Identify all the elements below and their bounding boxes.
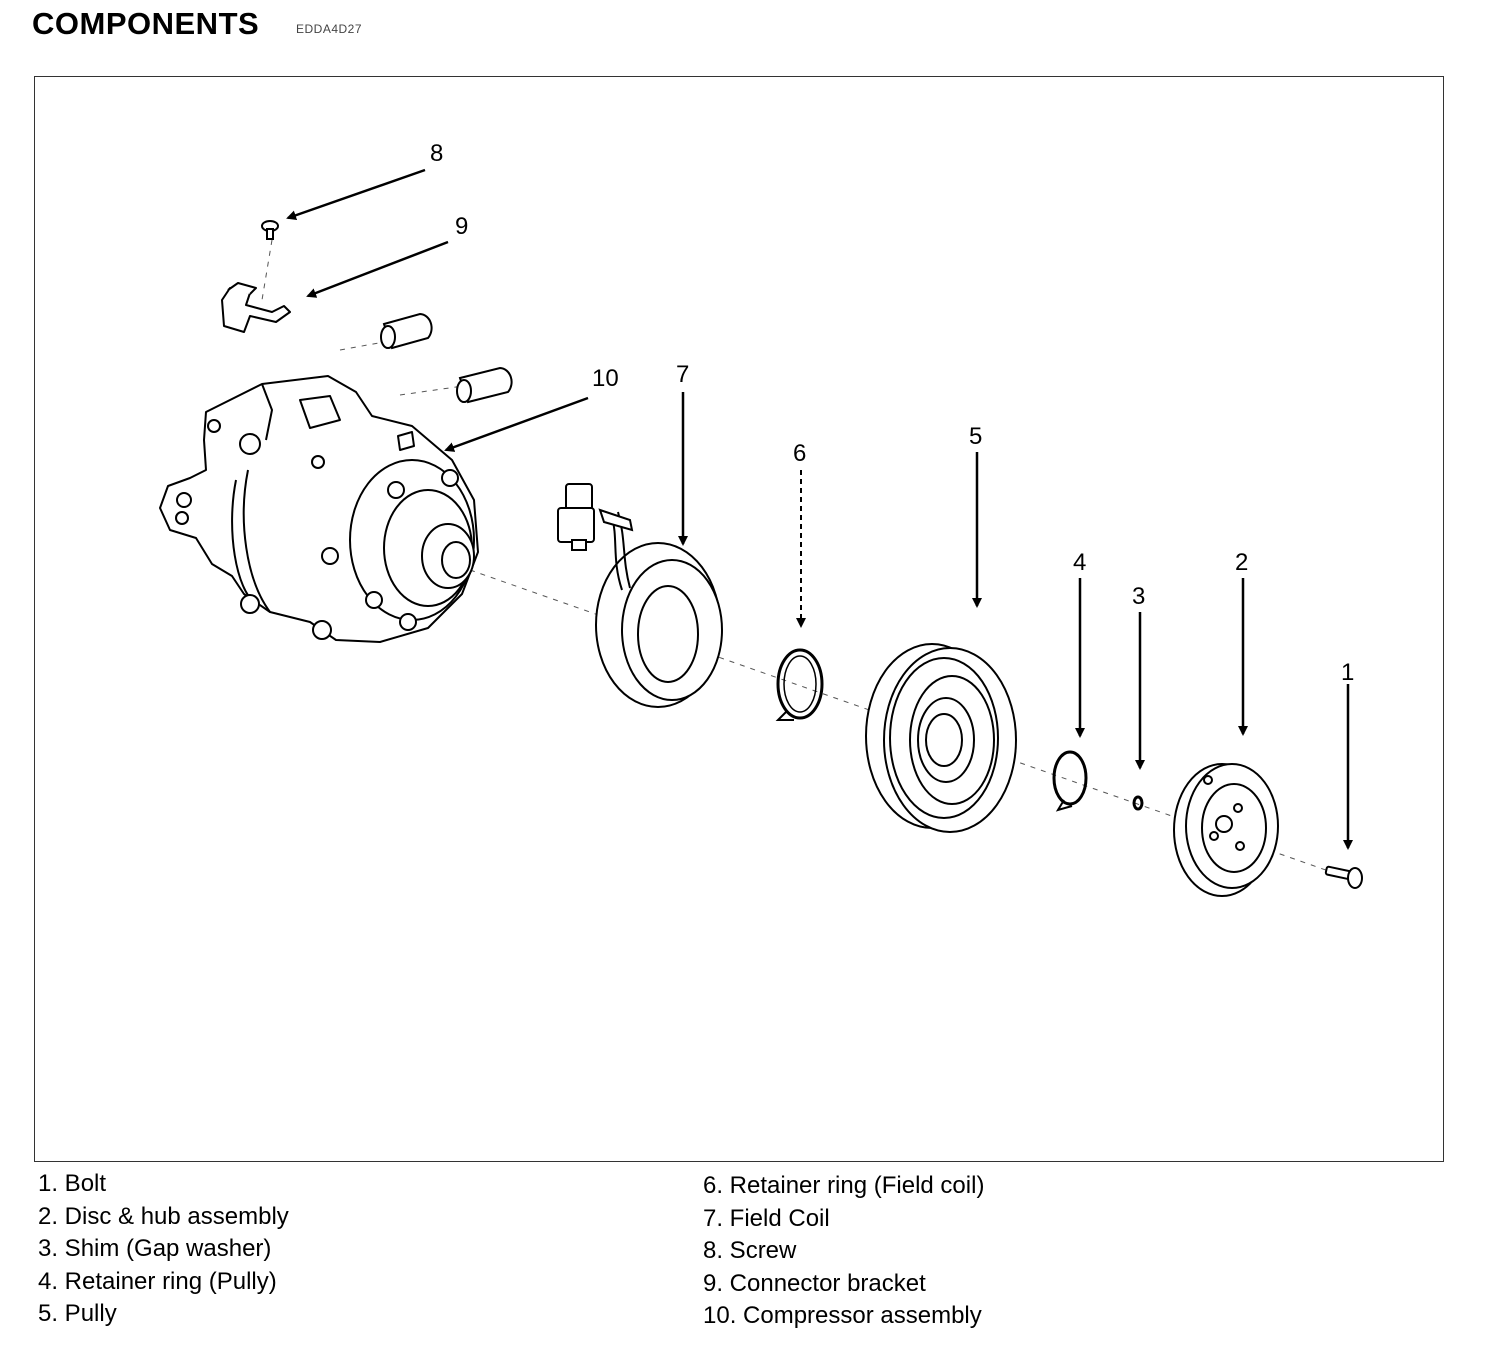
- legend-left: 1. Bolt 2. Disc & hub assembly 3. Shim (…: [38, 1168, 289, 1331]
- field-coil-part: [557, 483, 723, 708]
- callout-3: 3: [1132, 583, 1145, 610]
- compressor-assembly-part: [159, 375, 479, 643]
- shim-part: [1132, 795, 1144, 811]
- connector-bracket-part: [221, 282, 291, 333]
- legend-item: 8. Screw: [703, 1237, 797, 1264]
- legend-item: 3. Shim (Gap washer): [38, 1235, 272, 1262]
- bolt-part: [1324, 865, 1363, 889]
- figure-code: EDDA4D27: [296, 22, 363, 36]
- callout-7: 7: [676, 361, 689, 388]
- legend-right: 6. Retainer ring (Field coil) 7. Field C…: [703, 1170, 984, 1333]
- legend-item: 10. Compressor assembly: [703, 1302, 982, 1329]
- pulley-part: [865, 643, 1017, 833]
- diagram-frame: [34, 76, 1444, 1162]
- fitting-caps: [380, 312, 513, 404]
- legend-item: 1. Bolt: [38, 1170, 107, 1197]
- legend-item: 5. Pully: [38, 1300, 117, 1327]
- screw-part: [261, 220, 279, 240]
- callout-arrows: [286, 168, 1353, 850]
- legend-item: 7. Field Coil: [703, 1204, 830, 1232]
- callout-8: 8: [430, 140, 443, 167]
- callout-2: 2: [1235, 549, 1248, 576]
- legend-item: 9. Connector bracket: [703, 1269, 926, 1297]
- callout-10: 10: [592, 365, 619, 392]
- callout-9: 9: [455, 213, 468, 240]
- callout-4: 4: [1073, 549, 1086, 576]
- callout-5: 5: [969, 423, 982, 450]
- field-coil-retainer-ring-part: [775, 648, 824, 721]
- legend-item: 2. Disc & hub assembly: [38, 1202, 289, 1230]
- callout-1: 1: [1341, 659, 1354, 686]
- page-title: COMPONENTS: [32, 6, 260, 41]
- pulley-retainer-ring-part: [1052, 750, 1088, 812]
- disc-hub-part: [1173, 763, 1279, 897]
- callout-6: 6: [793, 440, 806, 467]
- legend-item: 6. Retainer ring (Field coil): [703, 1172, 985, 1199]
- legend-item: 4. Retainer ring (Pully): [38, 1267, 277, 1295]
